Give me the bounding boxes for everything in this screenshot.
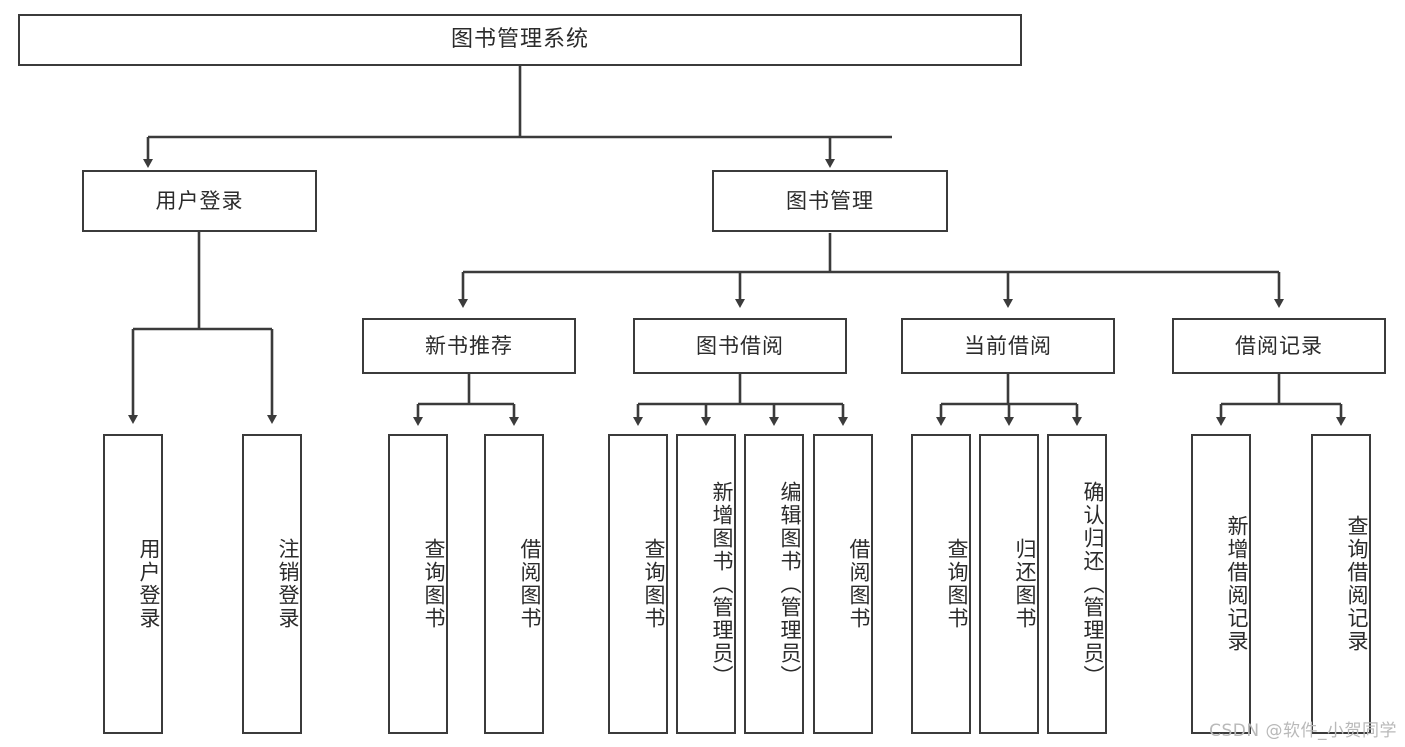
watermark: CSDN @软件_小贺同学 [1209,721,1397,741]
node-leaf-cur-confirm-label: 确认归还（管理员） [1081,480,1105,688]
node-leaf-cur-return-label: 归还图书 [1013,538,1037,630]
node-root[interactable]: 图书管理系统 [18,14,1022,66]
node-leaf-cur-query-label: 查询图书 [945,538,969,630]
node-leaf-borrow-add[interactable]: 新增图书（管理员） [676,434,736,734]
node-book-borrow[interactable]: 图书借阅 [633,318,847,374]
node-user-login-label: 用户登录 [155,188,244,213]
node-book-manage[interactable]: 图书管理 [712,170,948,232]
node-current-borrow-label: 当前借阅 [964,333,1052,358]
node-leaf-rec-borrow-label: 借阅图书 [518,538,542,630]
node-leaf-borrow-add-label: 新增图书（管理员） [710,480,734,688]
node-leaf-user-logout-label: 注销登录 [276,538,300,630]
node-leaf-borrow-edit-label: 编辑图书（管理员） [778,480,802,688]
node-user-login[interactable]: 用户登录 [82,170,317,232]
node-leaf-rec-query-label: 查询图书 [422,538,446,630]
node-borrow-record[interactable]: 借阅记录 [1172,318,1386,374]
node-current-borrow[interactable]: 当前借阅 [901,318,1115,374]
node-book-manage-label: 图书管理 [786,188,874,213]
node-leaf-borrow-lend-label: 借阅图书 [847,538,871,630]
node-leaf-rec-add-label: 新增借阅记录 [1225,515,1249,653]
node-leaf-rec-borrow[interactable]: 借阅图书 [484,434,544,734]
node-leaf-cur-return[interactable]: 归还图书 [979,434,1039,734]
node-leaf-borrow-query[interactable]: 查询图书 [608,434,668,734]
node-leaf-user-logout[interactable]: 注销登录 [242,434,302,734]
node-leaf-rec-search-label: 查询借阅记录 [1345,515,1369,653]
node-leaf-rec-search[interactable]: 查询借阅记录 [1311,434,1371,734]
node-leaf-borrow-lend[interactable]: 借阅图书 [813,434,873,734]
node-leaf-cur-query[interactable]: 查询图书 [911,434,971,734]
node-book-borrow-label: 图书借阅 [696,333,784,358]
node-leaf-cur-confirm[interactable]: 确认归还（管理员） [1047,434,1107,734]
node-leaf-rec-query[interactable]: 查询图书 [388,434,448,734]
node-leaf-borrow-query-label: 查询图书 [642,538,666,630]
node-root-label: 图书管理系统 [450,27,589,53]
node-leaf-rec-add[interactable]: 新增借阅记录 [1191,434,1251,734]
node-leaf-borrow-edit[interactable]: 编辑图书（管理员） [744,434,804,734]
node-new-book-rec[interactable]: 新书推荐 [362,318,576,374]
node-leaf-user-login[interactable]: 用户登录 [103,434,163,734]
node-borrow-record-label: 借阅记录 [1235,333,1323,358]
node-leaf-user-login-label: 用户登录 [137,538,161,630]
node-new-book-rec-label: 新书推荐 [425,333,513,358]
